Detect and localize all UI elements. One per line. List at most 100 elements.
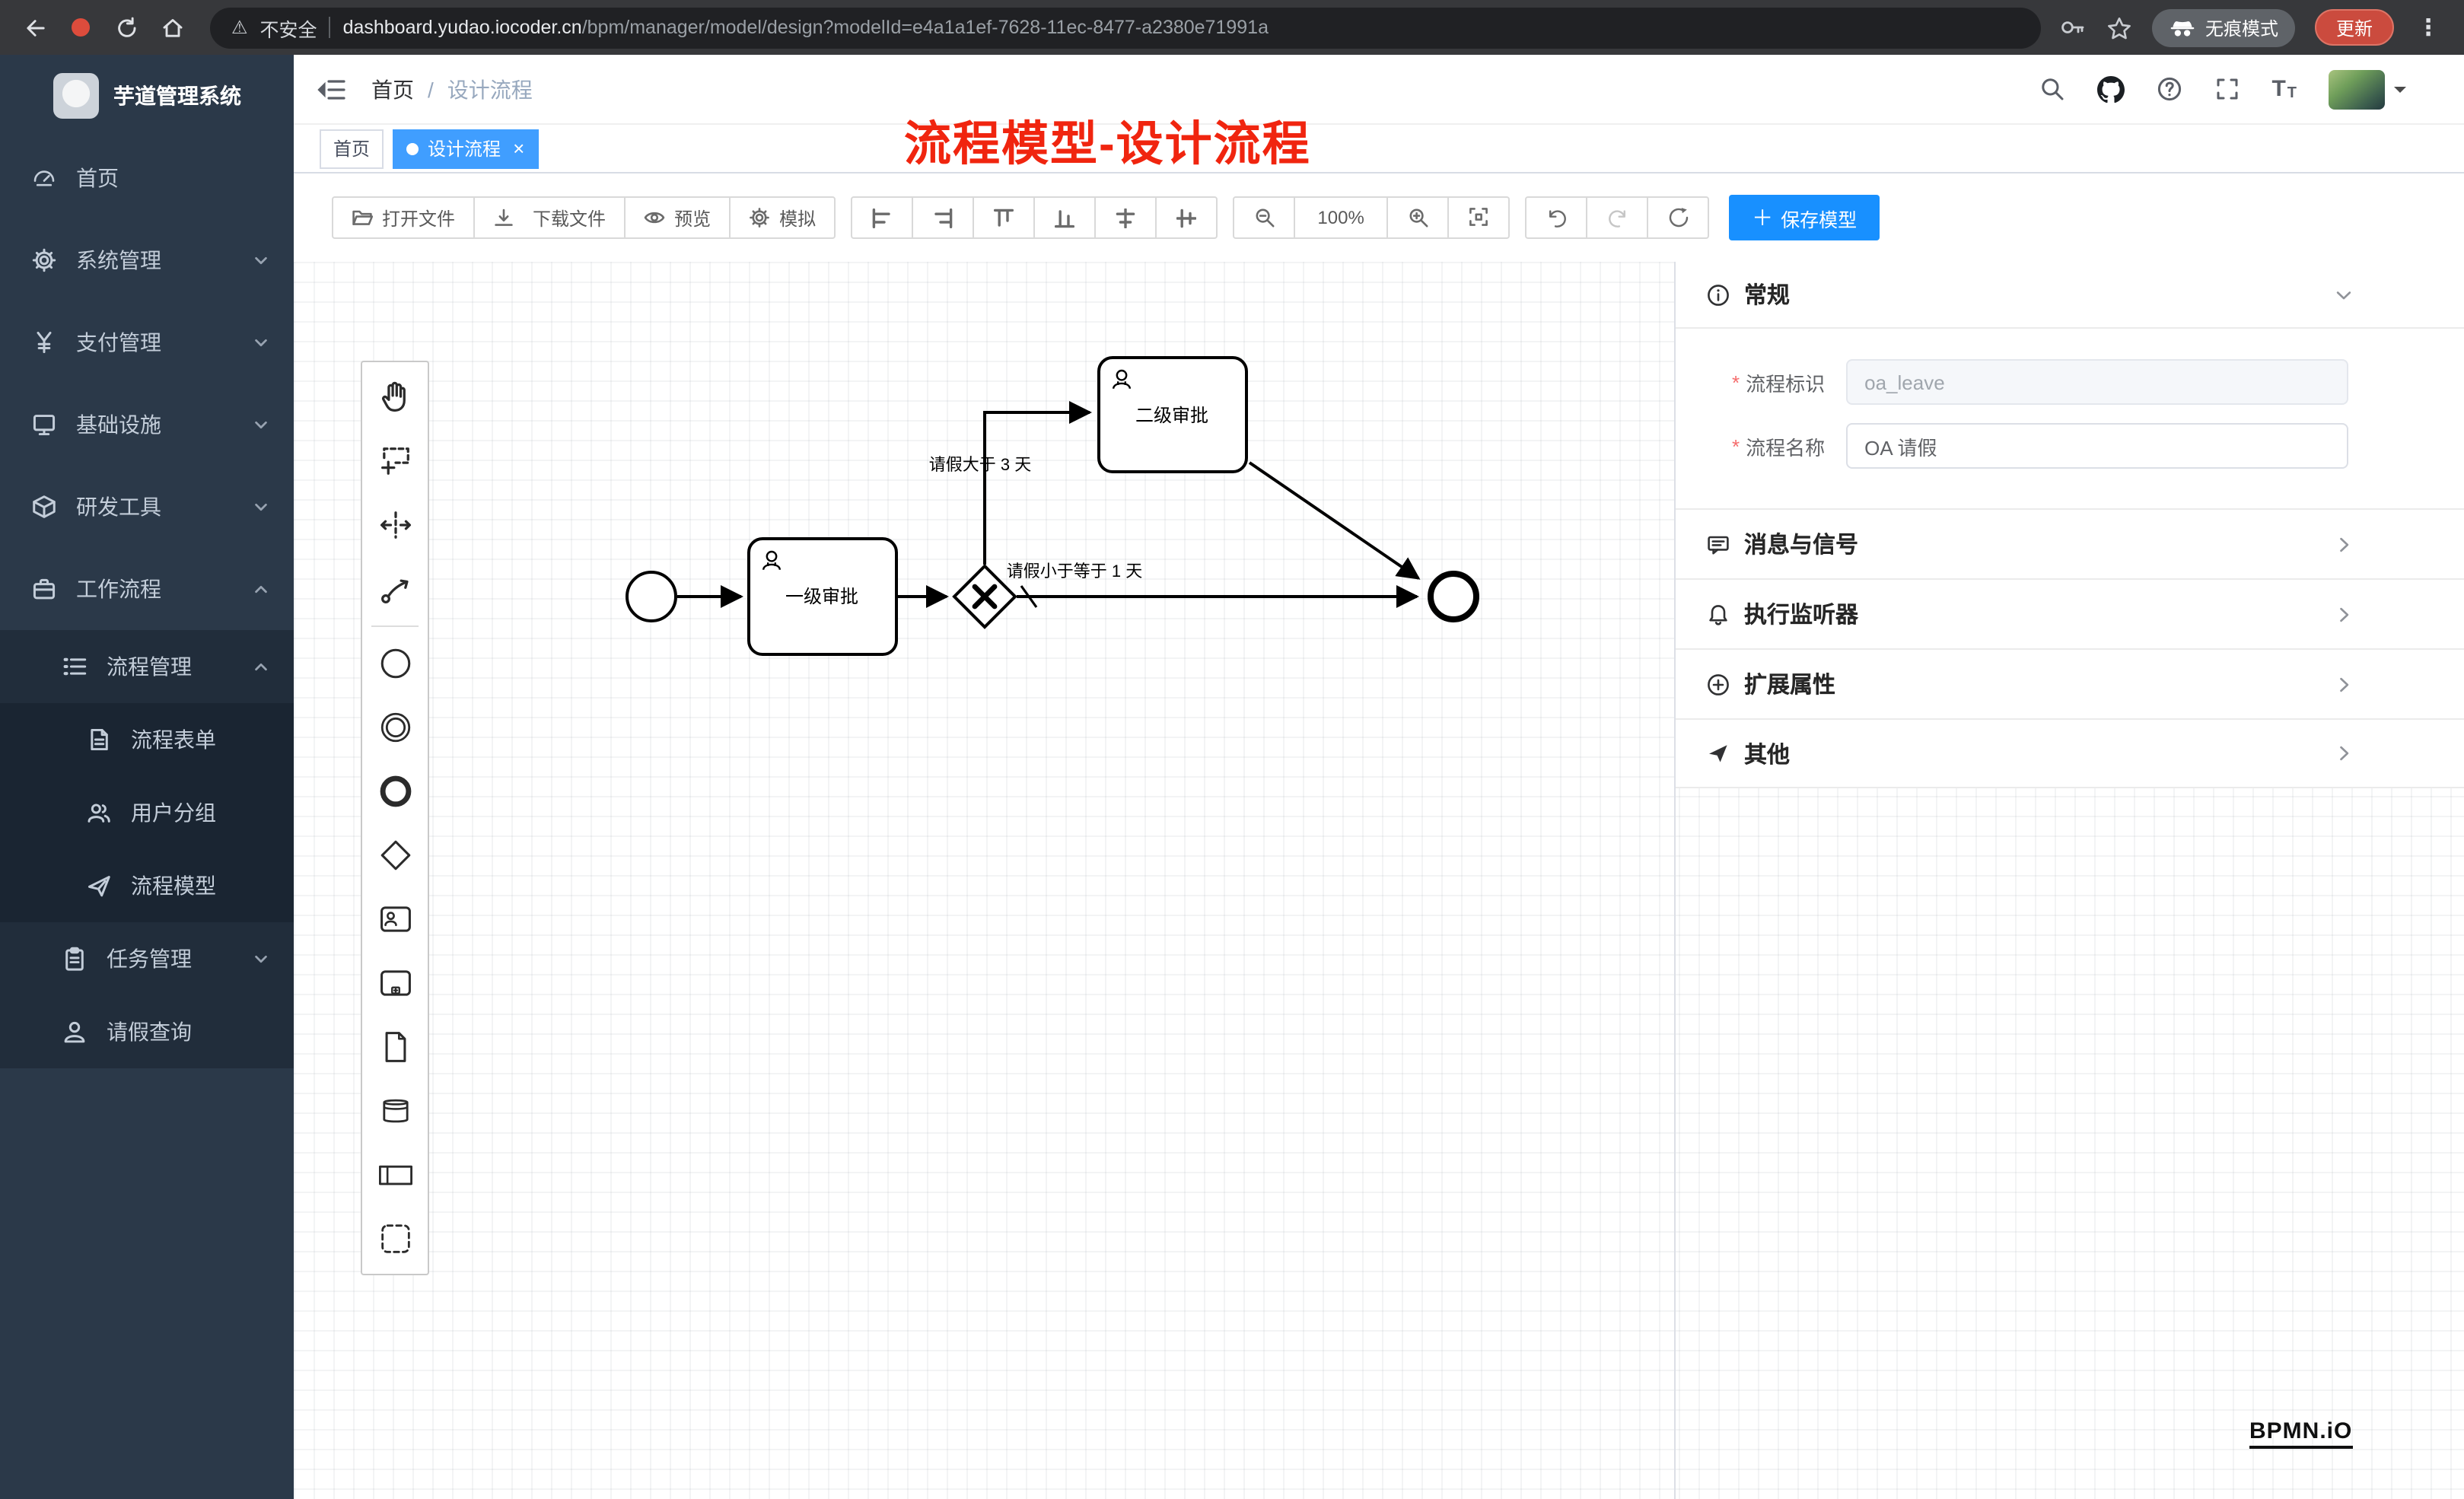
create-user-task[interactable]	[362, 887, 428, 951]
tag-home[interactable]: 首页	[320, 129, 384, 168]
create-intermediate-event[interactable]	[362, 695, 428, 759]
process-key-input[interactable]	[1846, 359, 2349, 405]
flow-label-gt[interactable]: 请假大于 3 天	[929, 455, 1031, 474]
create-start-event[interactable]	[362, 632, 428, 695]
align-top-button[interactable]	[973, 196, 1036, 239]
save-model-button[interactable]: ＋ 保存模型	[1729, 195, 1880, 240]
annotation-text: 流程模型-设计流程	[904, 117, 1311, 170]
sidebar-item-process-management[interactable]: 流程管理	[0, 630, 294, 703]
create-participant[interactable]	[362, 1143, 428, 1207]
preview-button[interactable]: 预览	[624, 196, 731, 239]
user-task-level2[interactable]: 二级审批	[1097, 356, 1248, 473]
bpmn-io-logo[interactable]: BPMN.iO	[2249, 1418, 2353, 1449]
properties-panel: 常规 * 流程标识 * 流程名称 消息与信号 执行监听器	[1676, 262, 2464, 788]
align-right-button[interactable]	[912, 196, 975, 239]
create-end-event[interactable]	[362, 759, 428, 823]
app-logo[interactable]: 芋道管理系统	[0, 55, 294, 137]
section-general[interactable]: 常规	[1676, 262, 2464, 329]
simulate-button[interactable]: 模拟	[729, 196, 836, 239]
help-icon[interactable]	[2156, 76, 2182, 102]
bookmark-star-icon[interactable]	[2106, 14, 2132, 40]
sidebar-item-leave-query[interactable]: 请假查询	[0, 995, 294, 1068]
open-file-button[interactable]: 打开文件	[332, 196, 476, 239]
zoom-reset-button[interactable]	[1447, 196, 1511, 239]
chevron-down-icon	[255, 502, 267, 511]
undo-button[interactable]	[1525, 196, 1588, 239]
flow-task2-to-end[interactable]	[1248, 461, 1421, 580]
create-subprocess[interactable]	[362, 951, 428, 1015]
align-middle-button[interactable]	[1155, 196, 1218, 239]
address-bar[interactable]: ⚠ 不安全 dashboard.yudao.iocoder.cn/bpm/man…	[210, 7, 2041, 48]
sidebar-item-process-form[interactable]: 流程表单	[0, 703, 294, 776]
gear-icon	[750, 208, 769, 228]
tag-close-icon[interactable]: ×	[513, 137, 525, 160]
panel-divider	[1674, 262, 1676, 1499]
create-group[interactable]	[362, 1207, 428, 1271]
fullscreen-icon[interactable]	[2214, 76, 2240, 102]
hand-tool[interactable]	[362, 365, 428, 429]
sidebar-item-payment[interactable]: 支付管理	[0, 301, 294, 384]
section-messages-signals[interactable]: 消息与信号	[1676, 508, 2464, 578]
message-icon	[1708, 535, 1729, 554]
section-execution-listeners[interactable]: 执行监听器	[1676, 578, 2464, 648]
redo-button[interactable]	[1586, 196, 1649, 239]
align-left-button[interactable]	[851, 196, 914, 239]
breadcrumb-separator: /	[428, 77, 434, 101]
person-icon	[64, 1021, 85, 1043]
reload-icon[interactable]	[107, 8, 146, 47]
flow-label-le[interactable]: 请假小于等于 1 天	[1007, 562, 1142, 581]
tag-design-process[interactable]: 设计流程 ×	[393, 129, 539, 168]
create-data-object[interactable]	[362, 1015, 428, 1079]
align-center-icon	[1116, 208, 1135, 228]
breadcrumb-home[interactable]: 首页	[371, 77, 414, 101]
download-icon	[495, 208, 513, 226]
bpmn-canvas[interactable]	[294, 262, 2464, 1499]
start-event[interactable]	[626, 571, 677, 622]
list-icon	[63, 657, 87, 676]
zoom-in-button[interactable]	[1386, 196, 1450, 239]
github-icon[interactable]	[2096, 75, 2125, 103]
incognito-label: 无痕模式	[2205, 18, 2278, 39]
home-icon[interactable]	[152, 8, 192, 47]
chevron-down-icon	[255, 420, 267, 428]
key-icon[interactable]	[2059, 14, 2087, 41]
process-name-input[interactable]	[1846, 423, 2349, 469]
flow-gateway-to-task2[interactable]	[983, 401, 1092, 565]
exclusive-gateway[interactable]	[952, 564, 1017, 629]
lasso-tool[interactable]	[362, 429, 428, 493]
sidebar-item-system[interactable]: 系统管理	[0, 219, 294, 301]
space-tool[interactable]	[362, 493, 428, 557]
section-extended-properties[interactable]: 扩展属性	[1676, 648, 2464, 718]
browser-menu-icon[interactable]: ⋮	[2417, 14, 2440, 40]
incognito-badge: 无痕模式	[2151, 8, 2295, 46]
align-bottom-button[interactable]	[1033, 196, 1097, 239]
caret-down-icon	[2394, 87, 2406, 99]
restart-button[interactable]	[1647, 196, 1710, 239]
download-file-button[interactable]: 下载文件	[473, 196, 626, 239]
create-gateway[interactable]	[362, 823, 428, 887]
sidebar-item-task-management[interactable]: 任务管理	[0, 922, 294, 995]
user-menu[interactable]	[2329, 69, 2406, 109]
search-icon[interactable]	[2039, 76, 2064, 102]
sidebar-toggle-icon[interactable]	[317, 74, 347, 104]
sidebar-item-infrastructure[interactable]: 基础设施	[0, 384, 294, 466]
back-icon[interactable]	[15, 8, 55, 47]
global-connect-tool[interactable]	[362, 557, 428, 621]
user-task-level1[interactable]: 一级审批	[747, 537, 898, 656]
dashboard-icon	[33, 170, 55, 186]
update-button[interactable]: 更新	[2314, 9, 2394, 46]
default-flow-marker	[1020, 585, 1038, 608]
end-event[interactable]	[1428, 571, 1479, 622]
folder-icon	[352, 210, 373, 225]
sidebar-item-home[interactable]: 首页	[0, 137, 294, 219]
zoom-out-button[interactable]	[1233, 196, 1296, 239]
sidebar-item-process-model[interactable]: 流程模型	[0, 849, 294, 922]
sidebar-item-user-group[interactable]: 用户分组	[0, 776, 294, 849]
create-data-store[interactable]	[362, 1079, 428, 1143]
sidebar-item-devtools[interactable]: 研发工具	[0, 466, 294, 548]
record-icon[interactable]	[61, 8, 100, 47]
sidebar-item-workflow[interactable]: 工作流程	[0, 548, 294, 630]
section-other[interactable]: 其他	[1676, 718, 2464, 788]
align-center-button[interactable]	[1094, 196, 1157, 239]
